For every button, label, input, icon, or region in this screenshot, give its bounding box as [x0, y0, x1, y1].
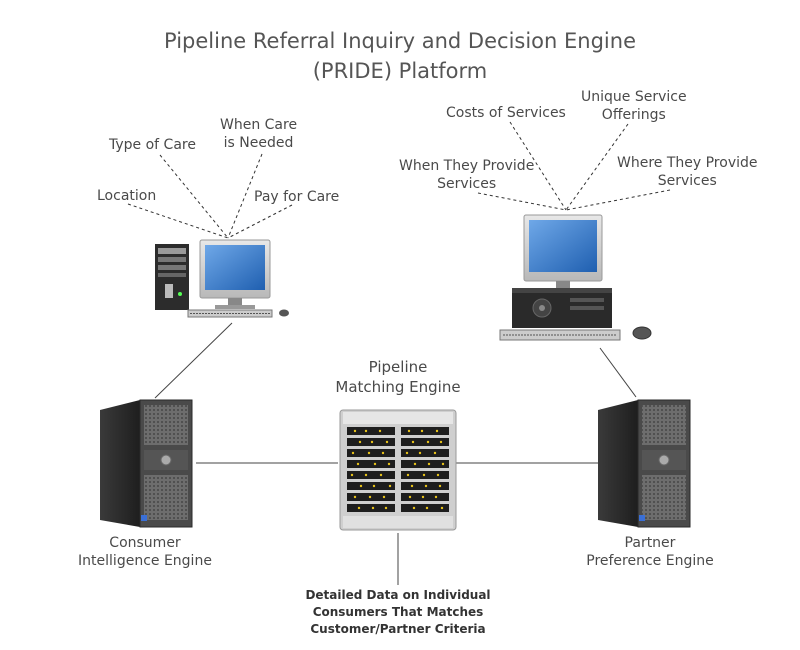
factor-when-care-line2: is Needed	[223, 135, 294, 151]
factor-type-of-care: Type of Care	[109, 137, 196, 153]
consumer-engine-line2: Intelligence Engine	[78, 553, 212, 569]
factor-where-they-provide: Where They Provide Services	[617, 154, 758, 190]
diagram-title: Pipeline Referral Inquiry and Decision E…	[0, 26, 800, 86]
consumer-engine-server	[100, 399, 193, 528]
factor-when-they-provide: When They Provide Services	[399, 157, 534, 193]
output-line2: Consumers That Matches	[312, 605, 484, 619]
consumer-engine-line1: Consumer	[109, 535, 181, 551]
matching-engine-label: Pipeline Matching Engine	[322, 357, 474, 397]
consumer-keyboard	[187, 309, 273, 318]
partner-engine-line2: Preference Engine	[586, 553, 714, 569]
partner-keyboard	[499, 329, 621, 341]
output-data-label: Detailed Data on Individual Consumers Th…	[298, 587, 498, 638]
matching-engine-line1: Pipeline	[368, 358, 428, 376]
partner-engine-server	[598, 399, 691, 528]
output-line1: Detailed Data on Individual	[305, 588, 491, 602]
partner-factor-lines	[477, 121, 671, 211]
factor-costs-of-services: Costs of Services	[446, 105, 566, 121]
title-line-1: Pipeline Referral Inquiry and Decision E…	[164, 29, 636, 53]
partner-engine-label: Partner Preference Engine	[575, 534, 725, 570]
consumer-tower	[155, 244, 189, 310]
factor-unique-line2: Offerings	[601, 107, 666, 123]
consumer-engine-label: Consumer Intelligence Engine	[70, 534, 220, 570]
consumer-mouse	[279, 309, 289, 317]
output-line3: Customer/Partner Criteria	[310, 622, 486, 636]
partner-engine-line1: Partner	[624, 535, 676, 551]
partner-computer	[499, 214, 652, 341]
partner-mouse	[632, 326, 652, 340]
factor-unique-line1: Unique Service	[581, 89, 687, 105]
factor-location: Location	[97, 188, 157, 204]
factor-when-provide-line1: When They Provide	[399, 158, 535, 174]
factor-when-provide-line2: Services	[437, 176, 497, 192]
matching-engine-line2: Matching Engine	[335, 378, 461, 396]
consumer-monitor	[199, 239, 271, 309]
connector-lines	[154, 322, 637, 585]
factor-pay-for-care: Pay for Care	[254, 189, 340, 205]
consumer-computer	[155, 239, 289, 318]
factor-where-provide-line2: Services	[657, 173, 717, 189]
matching-engine-rack	[339, 409, 457, 531]
link-partner-pc-to-engine	[599, 347, 637, 398]
factor-where-provide-line1: Where They Provide	[617, 155, 758, 171]
rack-indicator-lights	[350, 429, 445, 510]
partner-desktop-case	[512, 288, 612, 328]
factor-when-care-line1: When Care	[220, 117, 298, 133]
partner-monitor	[523, 214, 603, 288]
factor-when-care-needed: When Care is Needed	[220, 116, 297, 152]
title-line-2: (PRIDE) Platform	[312, 59, 488, 83]
link-consumer-pc-to-engine	[154, 322, 233, 399]
factor-unique-offerings: Unique Service Offerings	[581, 88, 687, 124]
consumer-factor-lines	[127, 153, 293, 239]
